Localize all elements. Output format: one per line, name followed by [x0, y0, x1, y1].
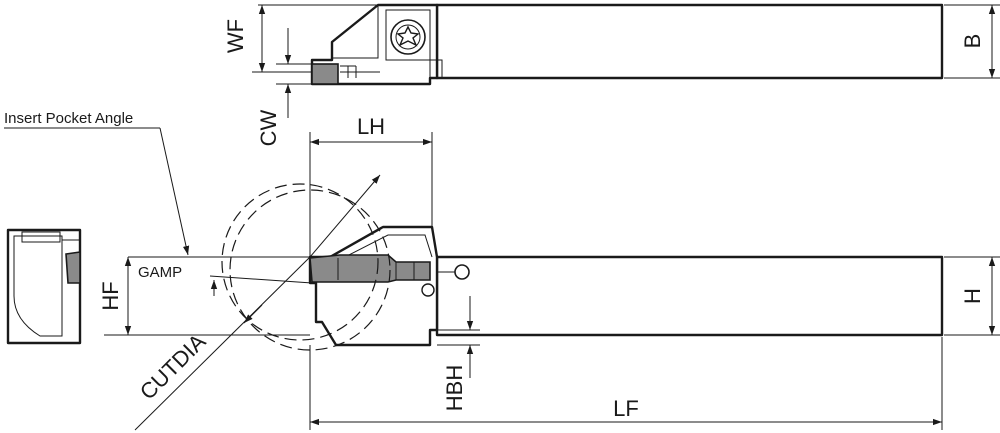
cutdia-circle-outer [221, 183, 379, 341]
side-view-insert [309, 254, 431, 283]
top-view: WF CW B [223, 3, 1000, 146]
end-view [6, 228, 82, 345]
top-view-shank [435, 3, 944, 80]
clamp-knob-icon [454, 264, 470, 280]
h-label: H [960, 288, 985, 304]
end-view-body [6, 228, 82, 345]
top-view-insert [311, 63, 339, 85]
top-view-step [429, 59, 443, 79]
wf-label: WF [223, 19, 248, 53]
side-view-shank [435, 255, 944, 337]
cutdia-circle-inner [229, 189, 391, 351]
side-view [308, 225, 944, 347]
side-view-insert-detail [337, 258, 415, 280]
cutdia-dimension-line [134, 256, 311, 431]
lh-label: LH [357, 114, 385, 139]
insert-pocket-angle-label: Insert Pocket Angle [4, 110, 133, 127]
cutdia-arrow-bottom [243, 304, 263, 324]
side-view-head [308, 225, 439, 347]
gamp-angle-line [209, 275, 313, 284]
gamp-label: GAMP [138, 264, 182, 281]
torx-screw-icon [390, 19, 426, 55]
cw-label: CW [256, 109, 281, 146]
hbh-label: HBH [442, 365, 467, 411]
insert-pocket-angle-leader [159, 127, 190, 256]
hf-label: HF [98, 281, 123, 310]
end-view-screw [21, 231, 61, 243]
b-label: B [960, 34, 985, 49]
side-view-head-edge [344, 234, 433, 258]
end-view-insert [65, 251, 81, 284]
cutdia-arrow-top [309, 174, 381, 258]
top-view-clamp-block [385, 9, 431, 61]
coolant-port-icon [421, 283, 435, 297]
lf-label: LF [613, 396, 639, 421]
end-view-inner [13, 235, 63, 337]
top-view-head-edge [332, 5, 379, 59]
top-view-insert-detail [340, 65, 380, 78]
